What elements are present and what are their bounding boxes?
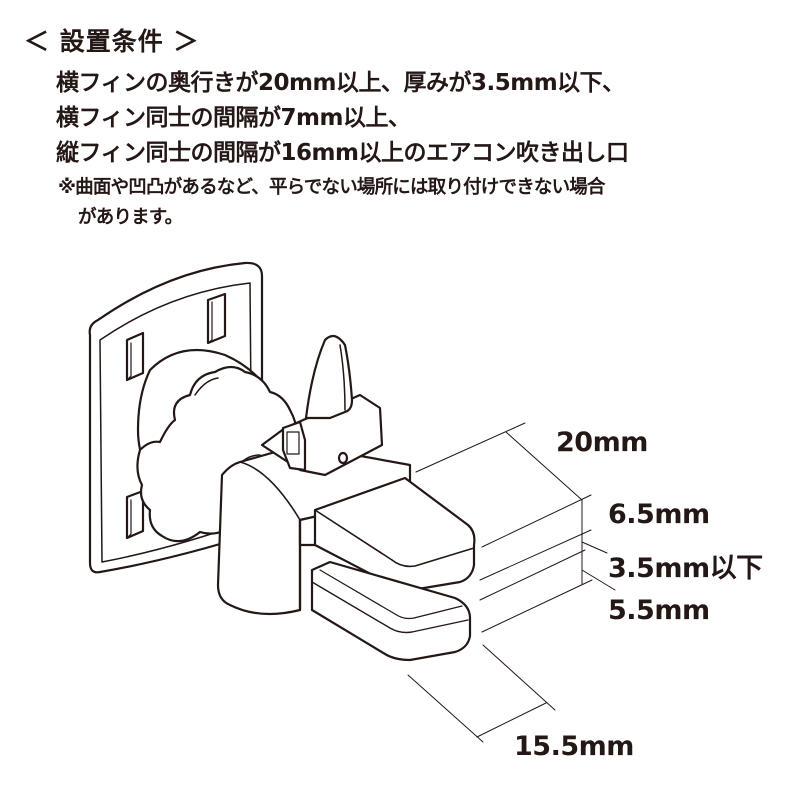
section-title: ＜ 設置条件 ＞ [24, 27, 200, 56]
dimension-label-lower-clip: 5.5mm [608, 595, 710, 626]
caution-note-line-1: ※曲面や凹凸があるなど、平らでない場所には取り付けできない場合 [58, 177, 606, 198]
dimension-label-fin-thickness: 3.5mm以下 [608, 553, 763, 584]
dimension-label-upper-clip: 6.5mm [608, 499, 710, 530]
dimension-label-fin-depth: 20mm [556, 427, 648, 458]
condition-vertical-fin-spacing: 縦フィン同士の間隔が16mm以上のエアコン吹き出し口 [56, 140, 629, 166]
release-lever [260, 334, 384, 477]
condition-fin-depth-thickness: 横フィンの奥行きが20mm以上、厚みが3.5mm以下、 [56, 70, 625, 96]
caution-note-line-2: があります。 [78, 207, 183, 228]
dimension-lines [407, 422, 616, 743]
dimension-label-clip-width: 15.5mm [514, 731, 634, 762]
condition-horizontal-fin-spacing: 横フィン同士の間隔が7mm以上、 [56, 105, 411, 131]
